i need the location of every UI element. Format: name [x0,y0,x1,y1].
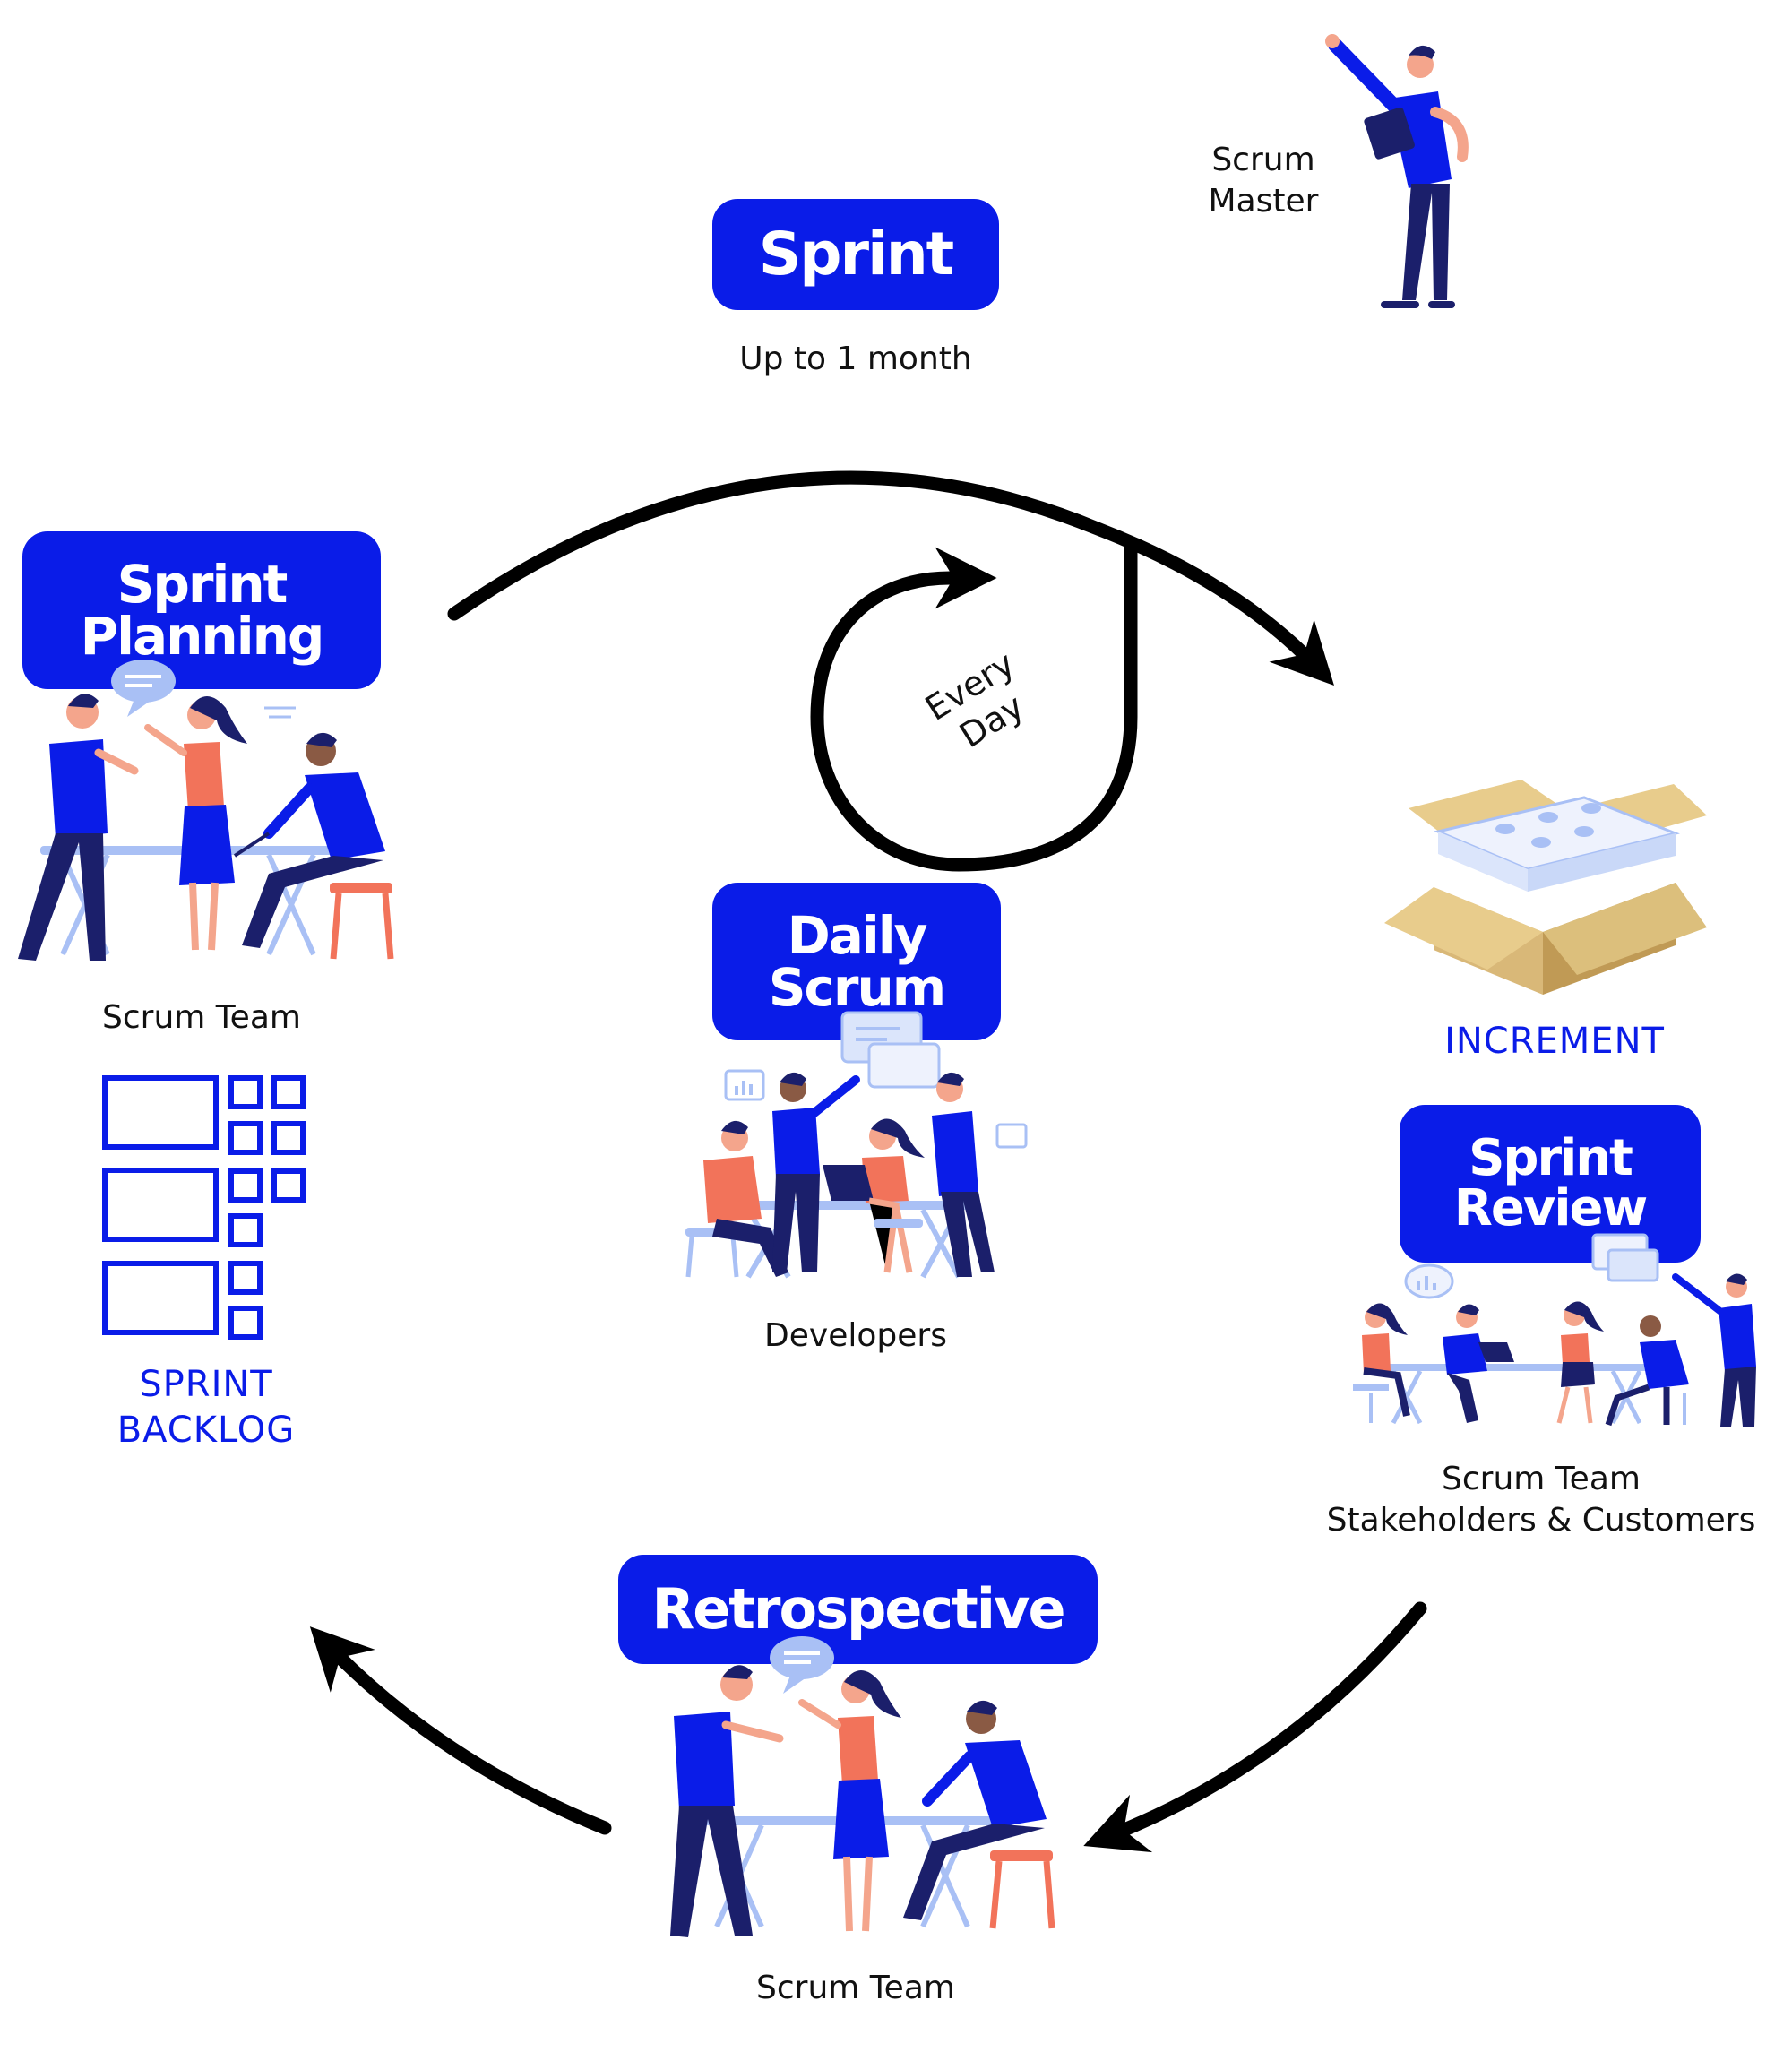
increment-box [1384,780,1707,995]
increment-label: INCREMENT [1444,1021,1665,1062]
sprint-review-line2: Review [1453,1179,1649,1237]
retrospective-team-scene [670,1636,1055,1937]
scrum-master-line1: Scrum [1211,142,1315,178]
daily-scrum-line2: Scrum [768,957,946,1018]
sprint-planning-box: Sprint Planning [22,531,381,689]
daily-scrum-participants: Developers [764,1317,947,1354]
sprint-backlog-line2: BACKLOG [116,1410,296,1452]
retrospective-participants: Scrum Team [756,1970,955,2006]
arrow-retrospective-to-planning [309,1626,612,1835]
retrospective-title: Retrospective [651,1576,1065,1642]
scrum-master-figure [1325,34,1469,308]
sprint-planning-line2: Planning [80,606,325,667]
sprint-planning-participants: Scrum Team [102,999,301,1036]
scrum-master-line2: Master [1208,183,1319,220]
sprint-backlog-label: SPRINT BACKLOG [72,1362,340,1453]
backlog-grid [102,1075,306,1340]
sprint-title-box: Sprint [712,199,999,310]
sprint-planning-line1: Sprint [116,554,289,615]
sprint-backlog-line1: SPRINT [139,1364,273,1405]
daily-scrum-line1: Daily [787,905,928,966]
sprint-review-box: Sprint Review [1400,1105,1701,1263]
sprint-review-participants-line2: Stakeholders & Customers [1326,1502,1756,1539]
planning-team-scene [18,660,394,961]
retrospective-box: Retrospective [618,1555,1098,1664]
daily-loop-arrow [810,538,1138,872]
scrum-master-label: Scrum Master [1174,140,1353,222]
sprint-duration: Up to 1 month [739,341,972,377]
arrow-review-to-retrospective [1083,1601,1427,1853]
sprint-review-line1: Sprint [1469,1129,1633,1187]
daily-scrum-scene [685,1011,1028,1279]
sprint-review-participants-line1: Scrum Team [1442,1461,1641,1497]
arrow-planning-to-increment [447,470,1334,686]
sprint-title: Sprint [758,220,954,289]
sprint-review-participants: Scrum Team Stakeholders & Customers [1295,1459,1788,1541]
sprint-review-scene [1353,1233,1756,1427]
